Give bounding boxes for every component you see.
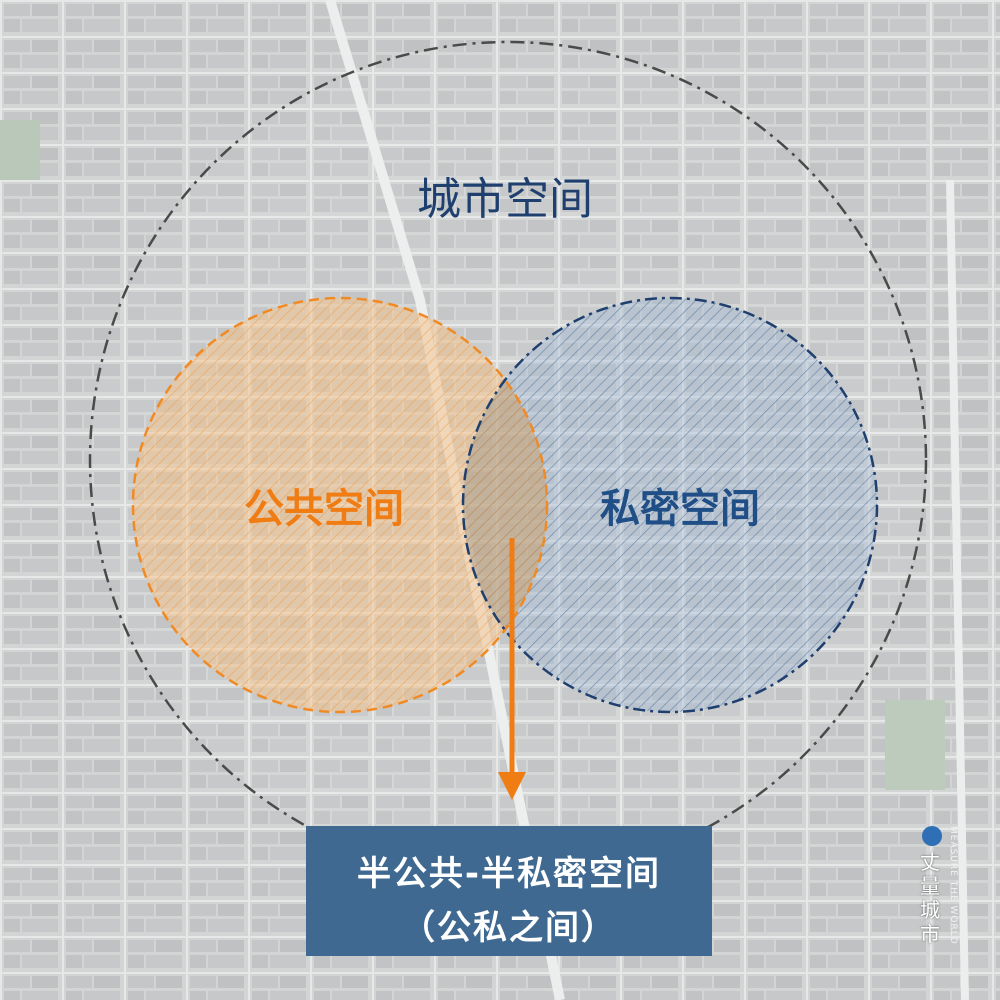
watermark-brand-cn: 丈量城市 [920,850,940,946]
semi-public-caption-box: 半公共-半私密空间 （公私之间） [306,826,712,956]
park-block [0,120,40,180]
private-circle-outline [461,296,879,714]
brand-watermark: 丈量城市 MEASURE THE WORLD [912,826,958,986]
watermark-brand-en: MEASURE THE WORLD [948,826,958,945]
private-space-circle [463,298,877,712]
caption-subtitle: （公私之间） [401,908,617,948]
public-circle-outline [131,296,549,714]
city-space-label: 城市空间 [417,174,593,225]
caption-title: 半公共-半私密空间 [356,854,662,894]
highway-road [946,179,969,1000]
public-space-circle [133,298,547,712]
arrow-down-icon [498,772,526,800]
park-block [885,700,945,790]
private-space-label: 私密空间 [600,486,760,532]
ruler-logo-icon [922,826,942,846]
public-space-label: 公共空间 [244,486,404,532]
